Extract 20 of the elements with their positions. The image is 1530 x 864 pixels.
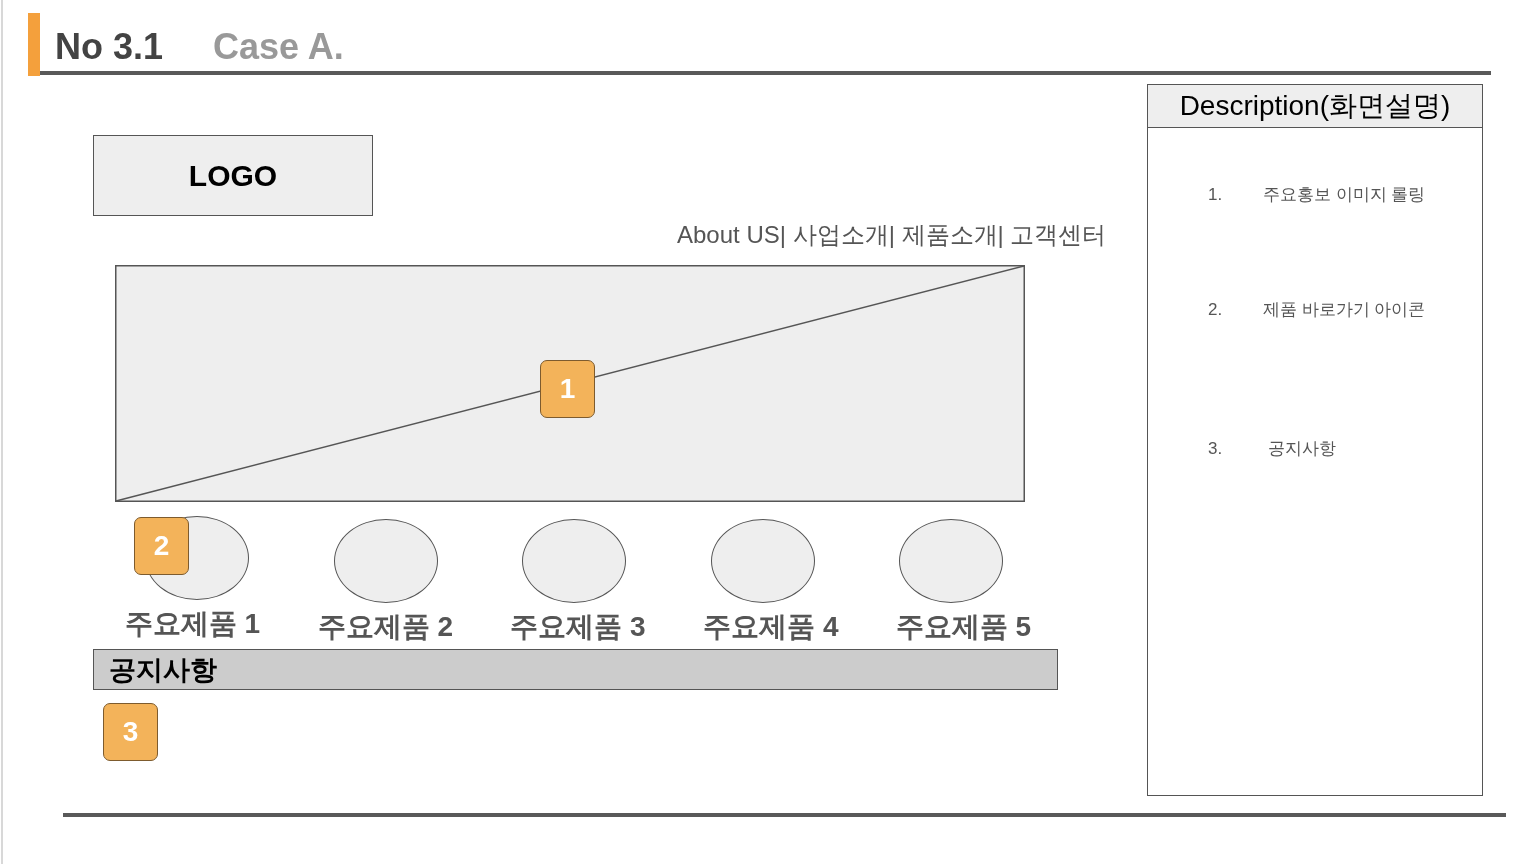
list-number: 2. <box>1208 300 1223 320</box>
panel-header: Description(화면설명) <box>1148 85 1482 128</box>
nav-menu: About US| 사업소개| 제품소개| 고객센터 <box>677 219 1107 251</box>
list-item: 주요홍보 이미지 롤링 <box>1263 184 1426 206</box>
product-label: 주요제품 5 <box>894 611 1033 643</box>
list-number: 1. <box>1208 185 1223 205</box>
header-box: LOGO <box>93 135 373 216</box>
callout-number: 1 <box>540 360 595 418</box>
callout-number: 2 <box>134 517 189 575</box>
product-label: 주요제품 4 <box>702 611 840 643</box>
list-item: 제품 바로가기 아이콘 <box>1263 299 1426 321</box>
subtitle: Case A. <box>213 26 344 68</box>
list-item: 공지사항 <box>1268 438 1336 460</box>
product-label: 주요제품 2 <box>316 611 455 643</box>
list-number: 3. <box>1208 439 1223 459</box>
page-title: No 3.1 <box>55 26 164 68</box>
product-label: 주요제품 3 <box>509 611 647 643</box>
notice-bar: 공지사항 <box>93 649 1058 690</box>
callout-number: 3 <box>103 703 158 761</box>
product-label: 주요제품 1 <box>123 608 262 640</box>
